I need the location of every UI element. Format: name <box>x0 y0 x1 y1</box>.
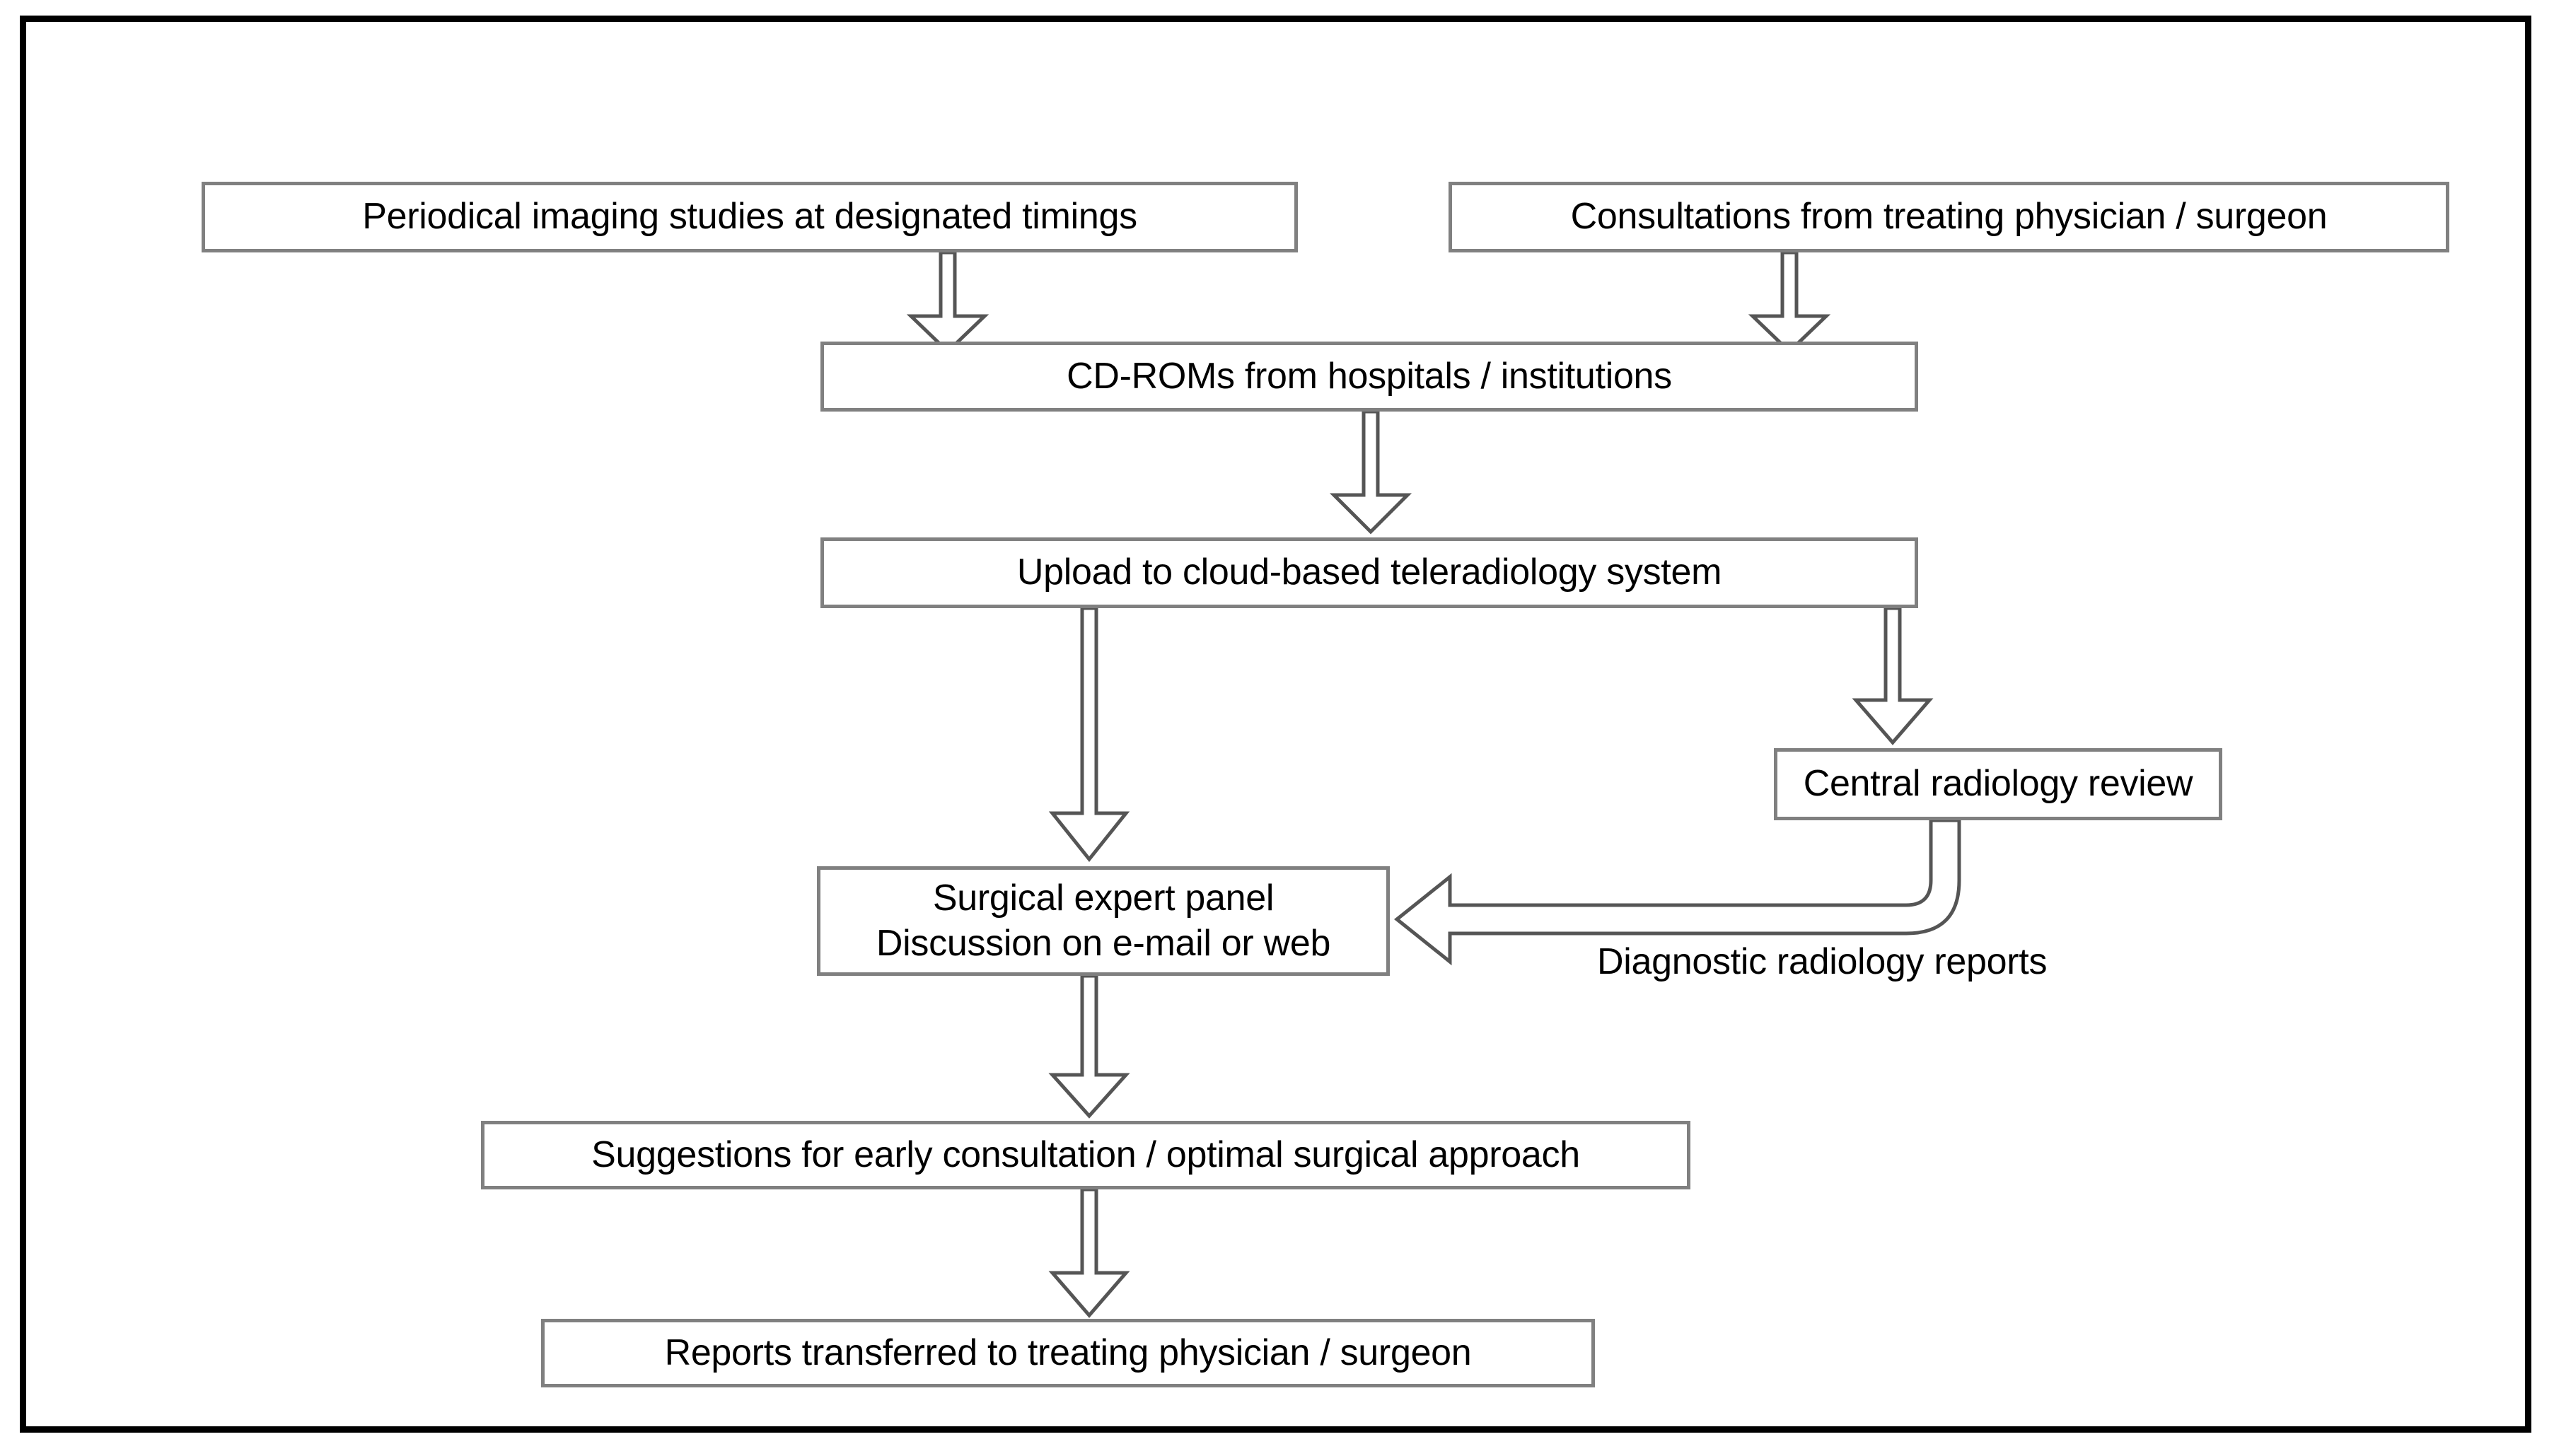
node-upload-cloud-line-0: Upload to cloud-based teleradiology syst… <box>1016 552 1722 593</box>
edge-label-diagnostic-radiology-reports: Diagnostic radiology reports <box>1597 941 2048 982</box>
node-surgical-expert-panel-line-0: Surgical expert panel <box>932 878 1275 919</box>
node-cd-roms[interactable]: CD-ROMs from hospitals / institutions <box>820 342 1918 412</box>
node-suggestions[interactable]: Suggestions for early consultation / opt… <box>481 1121 1690 1189</box>
node-periodical-imaging-line-0: Periodical imaging studies at designated… <box>362 196 1137 238</box>
node-periodical-imaging[interactable]: Periodical imaging studies at designated… <box>202 182 1298 252</box>
node-suggestions-line-0: Suggestions for early consultation / opt… <box>591 1134 1580 1175</box>
node-reports-transferred[interactable]: Reports transferred to treating physicia… <box>541 1319 1595 1387</box>
node-cd-roms-line-0: CD-ROMs from hospitals / institutions <box>1067 355 1672 397</box>
node-upload-cloud[interactable]: Upload to cloud-based teleradiology syst… <box>820 537 1918 608</box>
node-consultations-line-0: Consultations from treating physician / … <box>1570 196 2328 238</box>
node-surgical-expert-panel-line-1: Discussion on e-mail or web <box>876 922 1331 964</box>
node-central-radiology-review[interactable]: Central radiology review <box>1774 748 2222 820</box>
node-consultations[interactable]: Consultations from treating physician / … <box>1449 182 2449 252</box>
node-central-radiology-review-line-0: Central radiology review <box>1803 763 2193 805</box>
node-surgical-expert-panel[interactable]: Surgical expert panel Discussion on e-ma… <box>817 866 1390 976</box>
node-reports-transferred-line-0: Reports transferred to treating physicia… <box>664 1332 1472 1373</box>
